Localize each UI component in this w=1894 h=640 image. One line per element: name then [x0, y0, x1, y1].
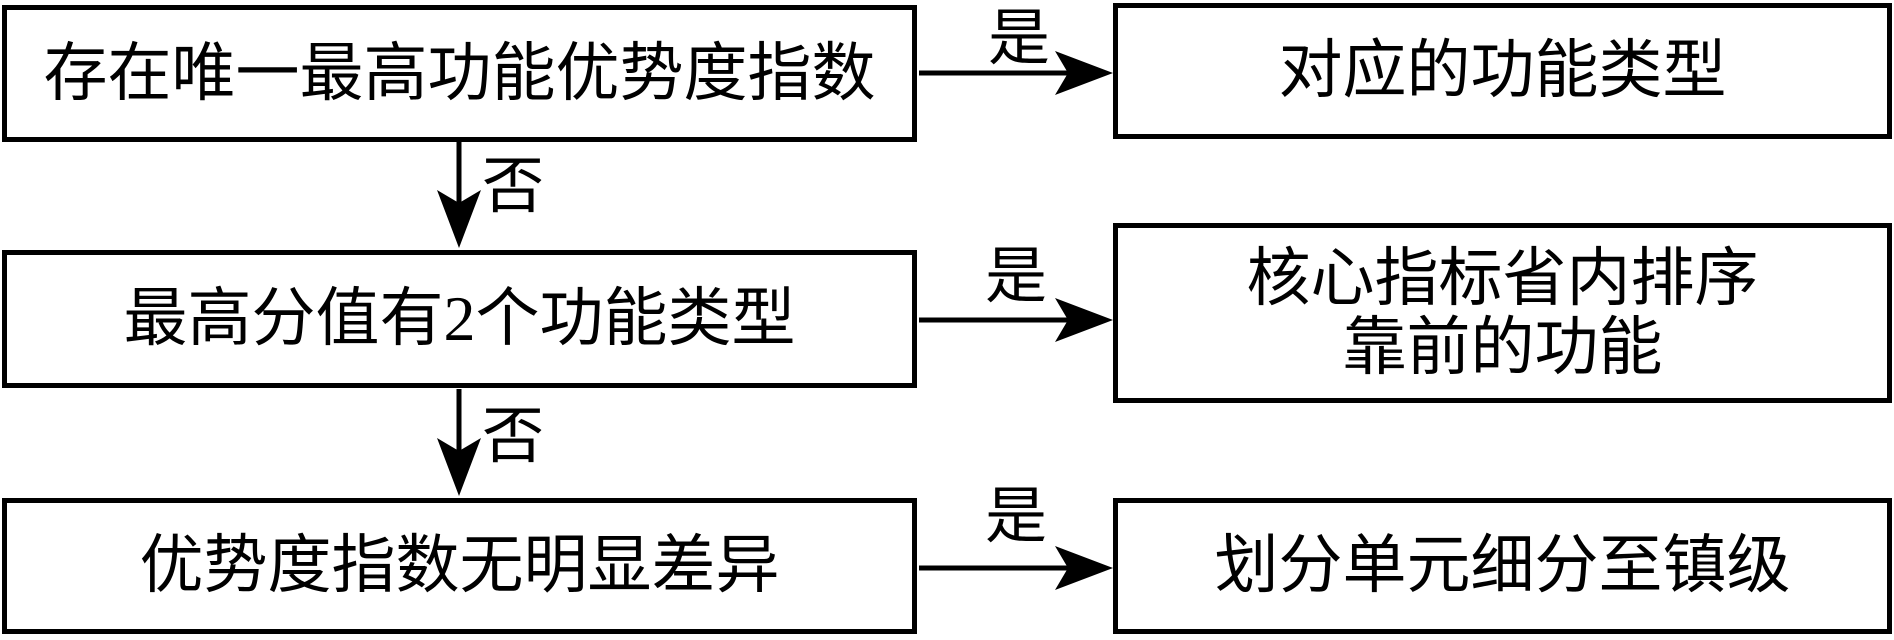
- flow-box-result-1-label: 对应的功能类型: [1278, 35, 1727, 107]
- flow-box-condition-2-label: 最高分值有2个功能类型: [123, 283, 796, 355]
- yes-label-1: 是: [988, 5, 1051, 73]
- flow-box-result-2: 核心指标省内排序 靠前的功能: [1113, 223, 1892, 403]
- flow-box-condition-3: 优势度指数无明显差异: [2, 498, 917, 634]
- no-arrow-1: [437, 142, 481, 248]
- flow-box-result-2-label-line2: 靠前的功能: [1342, 312, 1663, 383]
- no-label-2: 否: [482, 403, 545, 471]
- flow-box-condition-1-label: 存在唯一最高功能优势度指数: [43, 37, 876, 109]
- yes-arrow-3: [919, 546, 1113, 590]
- flow-box-result-2-label-line1: 核心指标省内排序: [1246, 242, 1759, 314]
- flow-box-condition-1: 存在唯一最高功能优势度指数: [2, 5, 917, 142]
- no-arrow-2: [437, 389, 481, 496]
- yes-label-3: 是: [985, 483, 1048, 551]
- flow-box-condition-2: 最高分值有2个功能类型: [2, 250, 917, 388]
- no-label-1: 否: [482, 153, 545, 221]
- flow-box-result-3-label: 划分单元细分至镇级: [1214, 530, 1791, 602]
- flow-box-result-1: 对应的功能类型: [1113, 3, 1892, 139]
- flow-box-result-3: 划分单元细分至镇级: [1113, 498, 1892, 634]
- flow-box-condition-3-label: 优势度指数无明显差异: [139, 530, 780, 602]
- yes-label-2: 是: [985, 243, 1048, 311]
